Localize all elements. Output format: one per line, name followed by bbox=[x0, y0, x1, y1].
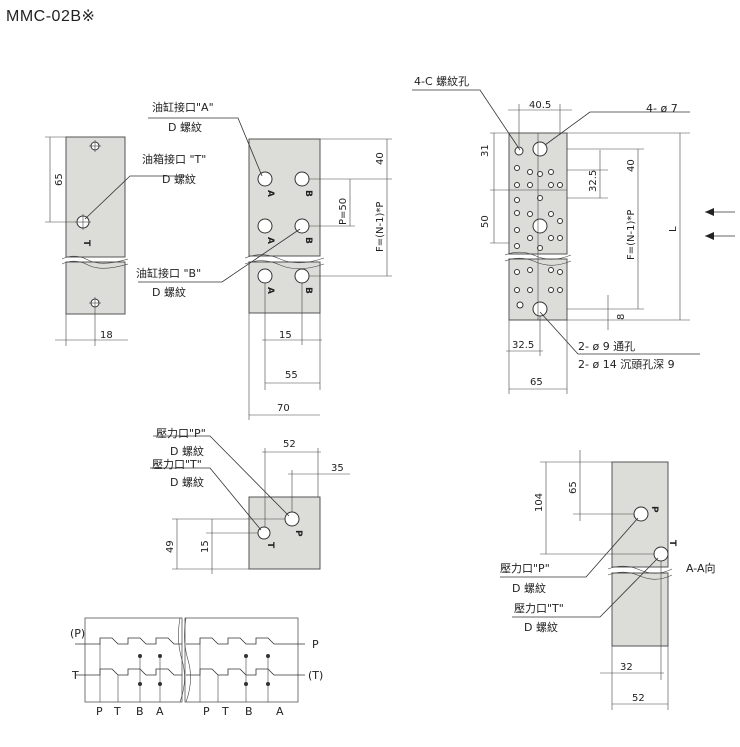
dim-40-r: 40 bbox=[626, 159, 637, 172]
dim-65: 65 bbox=[54, 173, 65, 186]
aa-port-t: T bbox=[667, 540, 677, 547]
dim-65c: 65 bbox=[568, 481, 579, 494]
schem-t-right: (T) bbox=[308, 669, 323, 682]
dim-70: 70 bbox=[277, 403, 290, 414]
dim-35: 35 bbox=[331, 463, 344, 474]
port-a1: A bbox=[265, 190, 275, 197]
phi9-label: 2- ø 9 通孔 bbox=[578, 340, 635, 353]
schem-bottom-6: B bbox=[245, 705, 253, 718]
schem-bottom-1: T bbox=[113, 705, 121, 718]
dim-55: 55 bbox=[285, 370, 298, 381]
cyl-a-thread-label: D 螺紋 bbox=[168, 120, 202, 134]
dim-104: 104 bbox=[534, 493, 545, 512]
dim-15b: 15 bbox=[200, 540, 211, 553]
port-t-label: T bbox=[81, 240, 91, 247]
aa-port-p: P bbox=[649, 506, 659, 513]
port-a3: A bbox=[265, 287, 275, 294]
aa-view-plate: P T A-A向 壓力口"P" D 螺紋 壓力口"T" D 螺紋 104 65 … bbox=[500, 450, 716, 710]
dim-40: 40 bbox=[375, 152, 386, 165]
cyl-a-label: 油缸接口"A" bbox=[152, 100, 214, 114]
end-port-t: T bbox=[265, 542, 275, 549]
cyl-b-label: 油缸接口 "B" bbox=[136, 266, 201, 280]
port-b1: B bbox=[303, 190, 313, 197]
dim-8: 8 bbox=[616, 314, 627, 320]
side-view-plate: T 65 18 油箱接口 "T" D 螺紋 bbox=[45, 136, 206, 346]
dim-52: 52 bbox=[283, 439, 296, 450]
aa-press-p-thread: D 螺紋 bbox=[512, 581, 546, 595]
dim-32: 32 bbox=[620, 662, 633, 673]
press-p-label: 壓力口"P" bbox=[156, 427, 206, 440]
port-b2: B bbox=[303, 237, 313, 244]
schem-bottom-5: T bbox=[221, 705, 229, 718]
end-port-p: P bbox=[293, 530, 303, 537]
dim-32-5b: 32.5 bbox=[512, 340, 534, 351]
dim-fn: F=(N-1)*P bbox=[375, 202, 386, 252]
cyl-b-thread-label: D 螺紋 bbox=[152, 285, 186, 299]
tank-thread-label: D 螺紋 bbox=[162, 172, 196, 186]
port-b3: B bbox=[303, 287, 313, 294]
dim-65b: 65 bbox=[530, 377, 543, 388]
end-plate-view: P T 壓力口"P" D 螺紋 壓力口"T" D 螺紋 52 35 49 15 bbox=[150, 427, 350, 574]
schem-t-left: T bbox=[71, 669, 79, 682]
press-t-thread: D 螺紋 bbox=[170, 475, 204, 489]
schem-p-right: P bbox=[312, 638, 319, 651]
dim-fn-r: F=(N-1)*P bbox=[626, 210, 637, 260]
schem-p-left: (P) bbox=[70, 627, 85, 640]
dim-18: 18 bbox=[100, 330, 113, 341]
aa-press-p-label: 壓力口"P" bbox=[500, 562, 550, 575]
dim-50: 50 bbox=[480, 215, 491, 228]
schem-bottom-0: P bbox=[96, 705, 103, 718]
phi14-label: 2- ø 14 沉頭孔深 9 bbox=[578, 358, 675, 371]
aa-press-t-label: 壓力口"T" bbox=[514, 602, 564, 615]
circuit-schematic: (P) T P (T) P T B A P T B A bbox=[70, 617, 323, 718]
dim-52b: 52 bbox=[632, 693, 645, 704]
dim-32-5: 32.5 bbox=[588, 170, 599, 192]
aa-view-label: A-A向 bbox=[686, 561, 716, 575]
schem-bottom-7: A bbox=[276, 705, 284, 718]
tank-port-label: 油箱接口 "T" bbox=[142, 152, 206, 166]
port-a2: A bbox=[265, 237, 275, 244]
dim-p50: P=50 bbox=[338, 198, 349, 225]
schem-bottom-2: B bbox=[136, 705, 144, 718]
dim-15a: 15 bbox=[279, 330, 292, 341]
schem-bottom-3: A bbox=[156, 705, 164, 718]
length-view-plate: 4-C 螺紋孔 4- ø 7 2- ø 9 通孔 2- ø 14 沉頭孔深 9 … bbox=[412, 74, 735, 394]
phi7-label: 4- ø 7 bbox=[646, 102, 678, 115]
aa-press-t-thread: D 螺紋 bbox=[524, 620, 558, 634]
c-hole-label: 4-C 螺紋孔 bbox=[414, 74, 469, 88]
press-t-label: 壓力口"T" bbox=[152, 458, 202, 471]
dim-49: 49 bbox=[165, 540, 176, 553]
dim-40-5: 40.5 bbox=[529, 100, 551, 111]
schem-bottom-4: P bbox=[203, 705, 210, 718]
press-p-thread: D 螺紋 bbox=[170, 444, 204, 458]
page-title: MMC-02B※ bbox=[6, 8, 96, 25]
dim-31: 31 bbox=[480, 144, 491, 157]
top-view-plate: A B A B A B 油缸接口"A" D 螺紋 油缸接口 "B" D 螺紋 4… bbox=[136, 100, 392, 420]
dim-L: L bbox=[668, 226, 679, 232]
